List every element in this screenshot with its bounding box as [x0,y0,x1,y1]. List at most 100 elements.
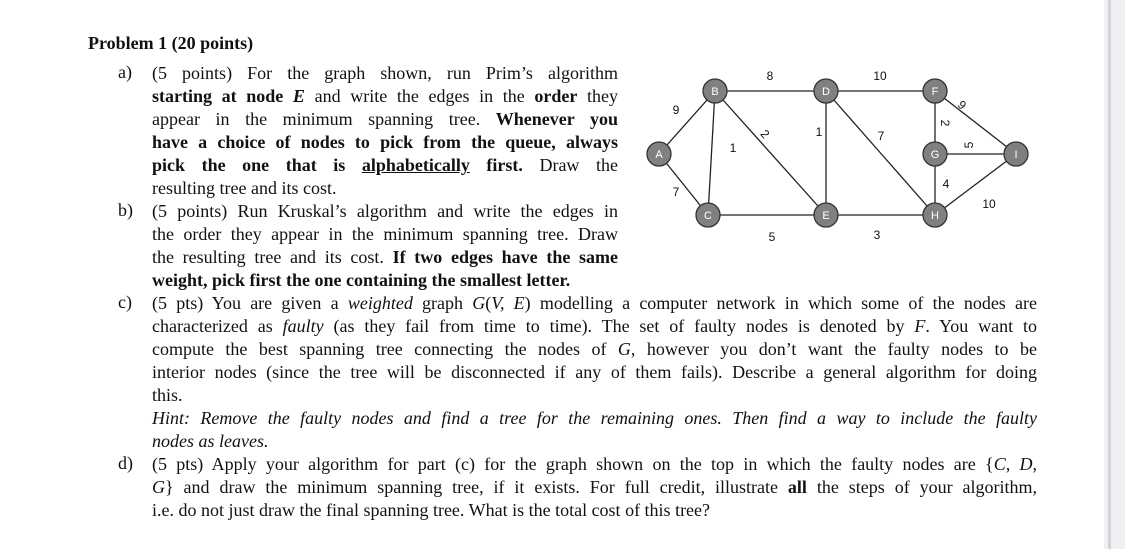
part-b-line-2: the order they appear in the minimum spa… [152,224,618,244]
part-c-text: characterized as [152,316,283,336]
part-c-italic: faulty [282,316,324,336]
part-c-line-1: (5 pts) You are given a weighted graph G… [152,292,1037,315]
document: Problem 1 (20 points) a) (5 points) For … [88,33,1037,520]
weight-d-f: 10 [873,69,887,83]
weight-d-e: 1 [816,125,823,139]
graph-edges [658,90,1017,216]
node-g-label: G [931,149,940,161]
node-h-label: H [931,210,939,222]
part-a-underlined: alphabetically [361,155,470,175]
part-a-text: (5 points) For the graph shown, run Prim… [152,63,618,83]
edge-b-e [714,90,827,216]
part-c-text: ( [485,293,492,313]
node-f-label: F [932,86,939,98]
part-d-line-1: (5 pts) Apply your algorithm for part (c… [152,453,1037,476]
label-b: b) [118,200,133,220]
part-c-text: . You want to [925,316,1037,336]
part-d-line-3: i.e. do not just draw the final spanning… [152,500,711,520]
node-a-label: A [655,149,663,161]
weight-b-e: 2 [758,127,773,142]
part-a-line-3: appear in the minimum spanning tree. Whe… [152,108,618,131]
part-a-line-1: (5 points) For the graph shown, run Prim… [152,62,618,85]
part-c-italic: G [472,293,486,313]
part-c-italic: G [617,339,631,359]
graph-nodes: A B C D E F G [646,78,1029,228]
part-c-text: compute the best spanning tree connectin… [152,339,618,359]
part-a-bold: first. [469,155,523,175]
edge-a-b [658,90,716,155]
part-b-bold: If two edges have the same [392,247,619,267]
part-c-hint-line-1: Hint: Remove the faulty nodes and find a… [152,408,1037,428]
node-c-circle [695,202,721,228]
part-a-line-5: pick the one that is alphabetically firs… [152,154,618,177]
problem-heading: Problem 1 (20 points) [88,33,254,53]
part-d-line-2: G} and draw the minimum spanning tree, i… [152,476,1037,499]
part-d-bold: all [787,477,807,497]
graph-figure: 9 7 1 8 2 1 5 10 7 3 2 9 4 5 10 A B [646,69,1029,244]
weight-d-h: 7 [878,129,885,143]
edge-d-h [825,90,936,216]
edge-f-i [934,90,1017,155]
part-c-text: (5 pts) You are given a [152,293,348,313]
part-a-text: they [577,86,618,106]
part-a-text: Draw the [522,155,618,175]
node-d: D [813,78,839,104]
part-c-line-3: compute the best spanning tree connectin… [152,338,1037,361]
part-d-italic: G [152,477,165,497]
node-c-label: C [704,210,712,222]
node-i-label: I [1014,149,1017,161]
node-e-circle [813,202,839,228]
weight-a-b: 9 [673,103,680,117]
part-d-text: (5 pts) Apply your algorithm for part (c… [152,454,994,474]
part-c-italic: weighted [347,293,413,313]
part-a-text: appear in the minimum spanning tree. [152,109,496,129]
part-b-text: the resulting tree and its cost. [152,247,393,267]
part-c-hint-line-2: nodes as leaves. [152,431,269,451]
part-d-text: the steps of your algorithm, [806,477,1038,497]
node-g: G [922,141,948,167]
part-c-line-2: characterized as faulty (as they fail fr… [152,315,1037,338]
part-c-line-4: interior nodes (since the tree will be d… [152,362,1037,382]
weight-b-d: 8 [767,69,774,83]
node-h: H [922,202,948,228]
node-b: B [702,78,728,104]
part-c-italic: F [914,316,926,336]
weight-a-c: 7 [673,185,680,199]
part-c-line-5: this. [152,385,183,405]
node-h-circle [922,202,948,228]
node-b-circle [702,78,728,104]
edge-b-c [707,90,716,216]
node-e: E [813,202,839,228]
part-a-bold-order: order [534,86,578,106]
part-a-line-4: have a choice of nodes to pick from the … [152,132,618,152]
part-a-bold: starting at node [152,86,293,106]
part-c-text: , however you don’t want the faulty node… [630,339,1037,359]
node-c: C [695,202,721,228]
label-a: a) [118,62,132,82]
weight-g-i: 5 [962,141,976,148]
node-b-label: B [711,86,718,98]
label-d: d) [118,453,133,473]
node-e-label: E [822,210,829,222]
part-c-text: graph [412,293,473,313]
weight-e-h: 3 [874,228,881,242]
part-c-text: (as they fail from time to time). The se… [323,316,915,336]
weight-f-i: 9 [955,97,969,112]
weight-b-c: 1 [730,141,737,155]
node-f: F [922,78,948,104]
part-b-line-1: (5 points) Run Kruskal’s algorithm and w… [152,201,618,221]
part-c-text: ) modelling a computer network in which … [524,293,1038,313]
part-d-italic: C, D, [993,454,1037,474]
part-a-node-e: E [292,86,305,106]
part-d-text: } and draw the minimum spanning tree, if… [165,477,788,497]
node-a: A [646,141,672,167]
node-g-circle [922,141,948,167]
part-c-italic: V, E [491,293,525,313]
label-c: c) [118,292,132,312]
weight-c-e: 5 [769,230,776,244]
part-a-bold: pick the one that is [152,155,362,175]
node-a-circle [646,141,672,167]
weight-h-i: 10 [982,197,996,211]
part-a-text: and write the edges in the [304,86,535,106]
node-i-circle [1003,141,1029,167]
